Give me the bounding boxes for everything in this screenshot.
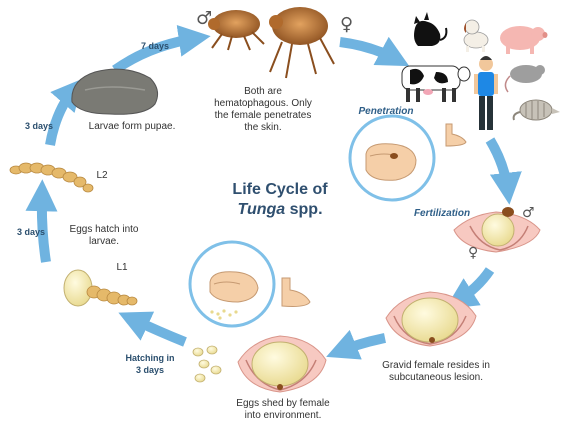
arrow-fertilization-to-gravid: [445, 267, 495, 309]
arrow-pupa-to-adult: [112, 24, 211, 75]
diagram-title: Life Cycle of Tunga spp.: [200, 180, 360, 220]
caption-adults: Both are hematophagous. Only the female …: [214, 86, 312, 133]
flea-icon-male: [208, 10, 265, 51]
cow-icon: [401, 65, 471, 102]
cycle-arrows: [25, 24, 522, 360]
egg-icon-hatching: [63, 269, 93, 307]
caption-eggs-shed: Eggs shed by female into environment.: [236, 398, 330, 421]
fertilization-lesion: [453, 207, 541, 253]
duration-hatching: Hatching in 3 days: [125, 353, 175, 375]
label-fertilization: Fertilization: [413, 208, 471, 219]
title-genus: Tunga: [237, 201, 286, 218]
arrow-larva-to-pupa: [45, 78, 84, 146]
pig-icon: [500, 26, 548, 54]
cat-icon: [414, 12, 448, 46]
caption-gravid: Gravid female resides in subcutaneous le…: [382, 360, 490, 383]
shed-lesion: [237, 335, 327, 393]
dog-icon: [463, 19, 489, 52]
label-penetration: Penetration: [358, 106, 414, 117]
label-l2: L2: [96, 170, 108, 181]
arrow-egg-to-larva: [25, 179, 58, 263]
duration-3-days-top: 3 days: [24, 121, 54, 131]
female-symbol-adult: ♀: [340, 14, 354, 35]
rat-icon: [504, 65, 545, 93]
foot-icon-bottom: [281, 277, 311, 307]
human-icon: [474, 56, 498, 130]
label-l1: L1: [116, 262, 128, 273]
title-suffix: spp.: [285, 201, 323, 218]
gravid-lesion: [385, 291, 477, 347]
arrow-adult-to-hosts: [339, 36, 410, 67]
egg-icon-group: [192, 345, 222, 383]
arrow-gravid-to-shed: [326, 329, 386, 360]
title-line2: Tunga spp.: [200, 200, 360, 220]
larva-icon-l1: [86, 285, 138, 306]
title-line1: Life Cycle of: [232, 181, 328, 198]
caption-larvae: Eggs hatch into larvae.: [69, 224, 139, 247]
foot-icon-top: [445, 123, 467, 147]
male-symbol-adult: ♂: [196, 8, 213, 29]
male-symbol-fertilization: ♂: [522, 205, 535, 221]
pupa-icon: [71, 68, 159, 115]
arrow-shed-to-hatching: [118, 311, 187, 347]
arrow-hosts-to-fertilization: [485, 137, 522, 205]
flea-icon-female: [269, 7, 335, 79]
egg-icon-scatter: [210, 309, 238, 320]
duration-7-days: 7 days: [140, 41, 170, 51]
duration-3-days-bottom: 3 days: [16, 227, 46, 237]
penetration-circle: [348, 114, 436, 202]
armadillo-icon: [512, 99, 560, 121]
larva-icon-l2: [9, 162, 94, 193]
toe-circle: [188, 240, 276, 328]
female-symbol-fertilization: ♀: [468, 245, 479, 261]
caption-pupae: Larvae form pupae.: [88, 121, 176, 132]
